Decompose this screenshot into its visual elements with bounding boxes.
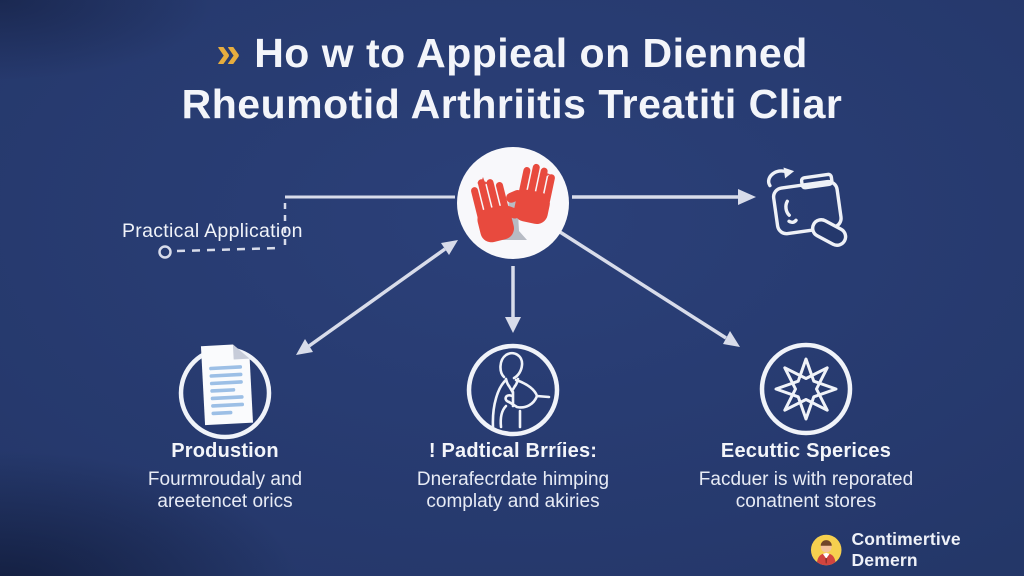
node-subtext: Fourmroudaly and areetencet orics: [147, 469, 303, 512]
callout-dot: [158, 245, 172, 259]
double-chevron-icon: »: [216, 28, 242, 77]
node-subtext: Dnerafecrdate himping complaty and akiri…: [416, 469, 610, 512]
node-subtext: Facduer is with reporated conatnent stor…: [698, 469, 914, 512]
credit-label: Contimertive Demern: [851, 529, 961, 570]
arrow-down-head: [505, 317, 521, 333]
node-practical: ! Padtical Brríies: Dnerafecrdate himpin…: [373, 440, 653, 513]
celebrating-hands-icon: [457, 147, 569, 259]
card-rotate-icon: [767, 167, 848, 247]
star-octagram-icon: [759, 342, 853, 436]
person-exam-icon: [466, 343, 560, 437]
avatar: [810, 534, 842, 566]
node-heading: Eecuttic Sperices: [720, 440, 892, 462]
right-hand-icon: [506, 163, 555, 225]
callout-label: Practical Application: [122, 220, 303, 242]
node-executive: Eecuttic Sperices Facduer is with repora…: [666, 440, 946, 513]
page-title: »Ho w to Appieal on Dienned Rheumotid Ar…: [0, 27, 1024, 130]
node-production: Produstion Fourmroudaly and areetencet o…: [95, 440, 355, 513]
double-arrow-head-up: [441, 240, 458, 255]
folded-corner: [232, 344, 250, 360]
title-line-1: »Ho w to Appieal on Dienned: [216, 28, 808, 77]
credit: Contimertive Demern: [810, 529, 1024, 571]
title-line-2: Rheumotid Arthriitis Treatiti Cliar: [181, 81, 843, 127]
node-heading: ! Padtical Brríies:: [428, 440, 598, 462]
arrow-diagonal-head: [723, 331, 740, 347]
node-heading: Produstion: [171, 440, 279, 462]
arrow-right-head: [738, 189, 756, 205]
document-icon: [178, 344, 272, 440]
